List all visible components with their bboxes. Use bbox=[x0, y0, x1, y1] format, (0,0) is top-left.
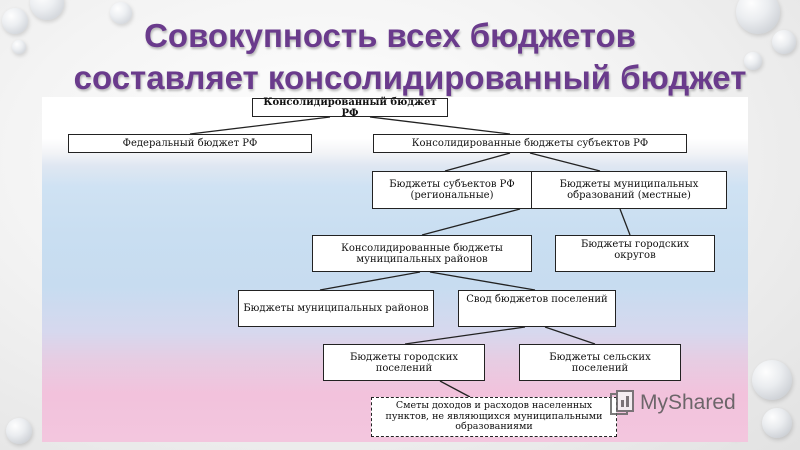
slide-title-line2: составляет консолидированный бюджет bbox=[73, 59, 747, 96]
water-drop-decoration bbox=[110, 2, 132, 24]
node-municipal-local-budgets: Бюджеты муниципальных образований (местн… bbox=[531, 171, 727, 209]
node-urban-settlements-budgets: Бюджеты городских поселений bbox=[323, 344, 485, 381]
node-rural-settlements-budgets: Бюджеты сельских поселений bbox=[519, 344, 681, 381]
water-drop-decoration bbox=[744, 52, 762, 70]
water-drop-decoration bbox=[6, 418, 32, 444]
node-subjects-regional-budgets: Бюджеты субъектов РФ (региональные) bbox=[372, 171, 532, 209]
node-consolidated-municipal-districts: Консолидированные бюджеты муниципальных … bbox=[312, 235, 532, 272]
water-drop-decoration bbox=[752, 360, 792, 400]
water-drop-decoration bbox=[12, 40, 26, 54]
water-drop-decoration bbox=[30, 0, 64, 20]
node-consolidated-subjects-budgets: Консолидированные бюджеты субъектов РФ bbox=[373, 134, 687, 153]
node-settlement-estimates: Сметы доходов и расходов населенных пунк… bbox=[371, 397, 617, 437]
watermark-text: MyShared bbox=[640, 391, 736, 414]
node-settlements-summary: Свод бюджетов поселений bbox=[458, 290, 616, 327]
water-drop-decoration bbox=[736, 0, 780, 34]
node-municipal-districts-budgets: Бюджеты муниципальных районов bbox=[238, 290, 434, 327]
myshared-watermark: MyShared bbox=[610, 386, 736, 420]
water-drop-decoration bbox=[2, 8, 28, 34]
slide-title-line1: Совокупность всех бюджетов bbox=[144, 17, 636, 54]
node-consolidated-budget-rf: Консолидированный бюджет РФ bbox=[252, 97, 448, 119]
water-drop-decoration bbox=[772, 30, 796, 54]
myshared-logo-icon bbox=[610, 390, 634, 416]
water-drop-decoration bbox=[762, 408, 792, 438]
node-federal-budget: Федеральный бюджет РФ bbox=[68, 134, 312, 153]
node-city-districts-budgets: Бюджеты городских округов bbox=[555, 235, 715, 272]
